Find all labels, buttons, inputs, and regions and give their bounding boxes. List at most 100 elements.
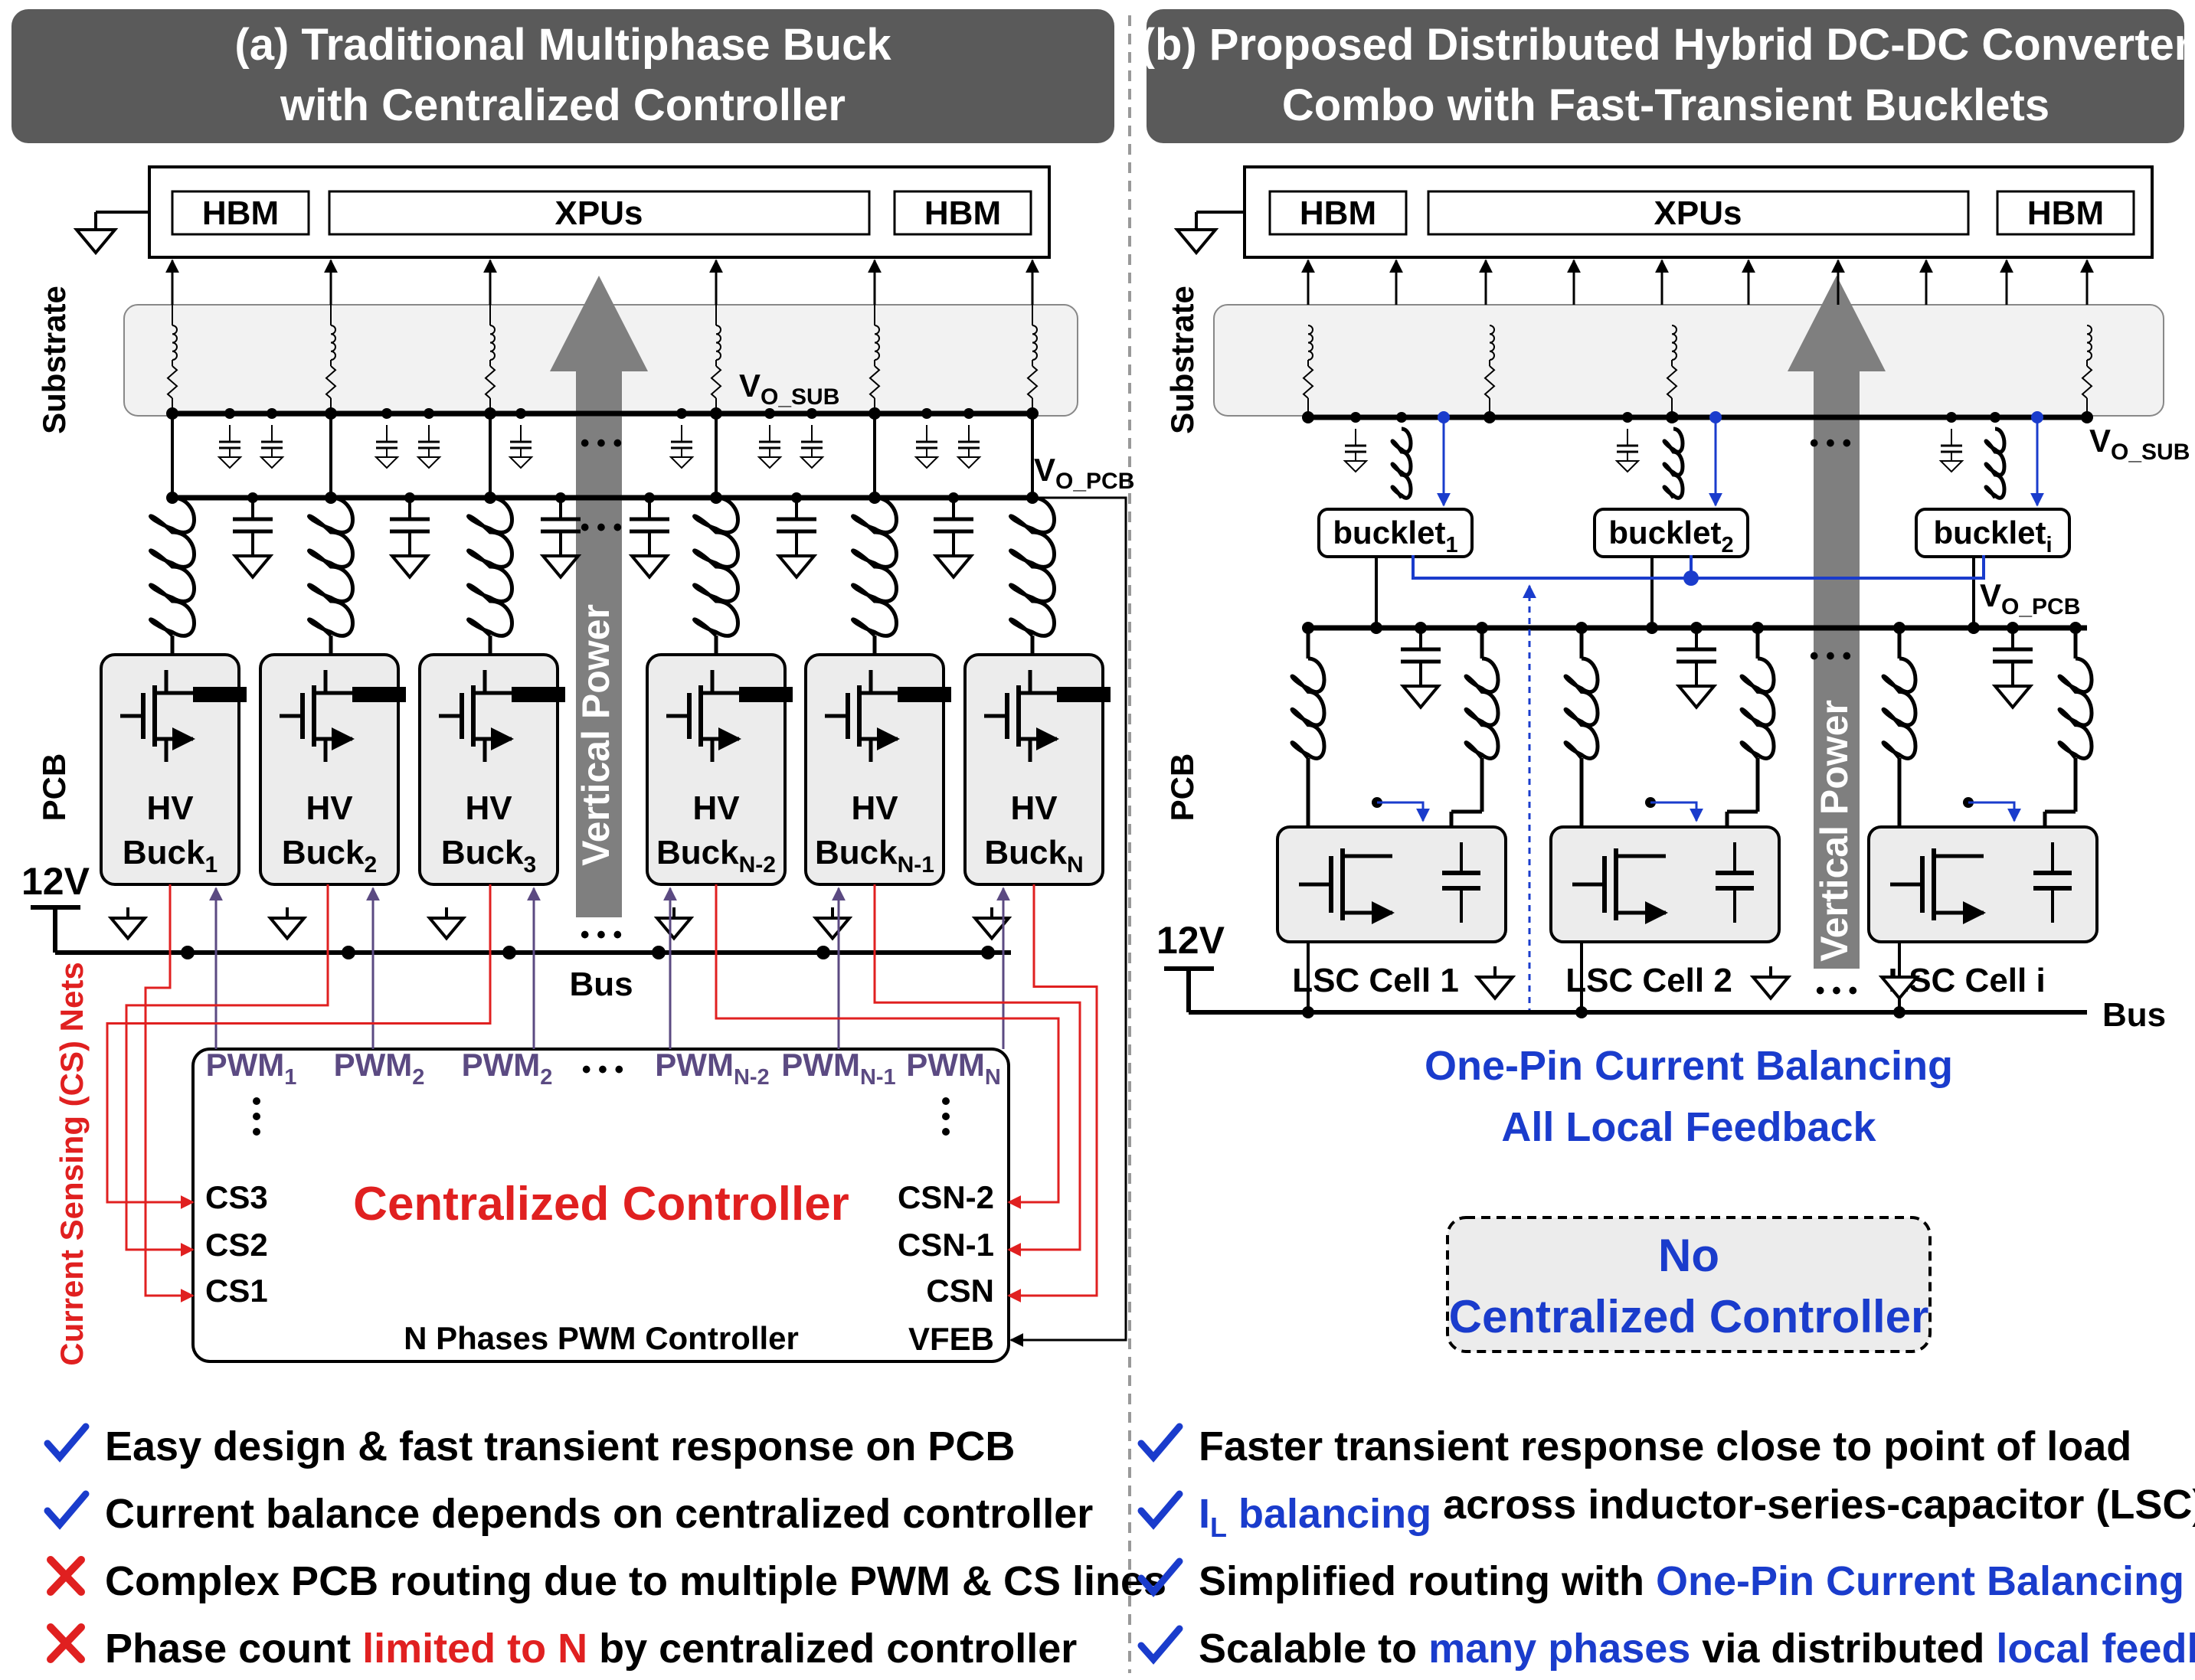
pcb-rail-node	[1370, 622, 1382, 634]
ground-triangle	[1991, 685, 2034, 710]
pcb-capacitor-icon	[539, 498, 582, 580]
lsc-inductor-icon	[1290, 656, 1326, 760]
vertical-power-label: Vertical Power	[574, 604, 617, 866]
bus-rail-b	[1164, 966, 2087, 1015]
coil-node	[1668, 412, 1679, 423]
sub-rail-node	[2081, 411, 2093, 423]
lsc-ground-icon	[1474, 966, 1516, 1001]
parasitic-inductor-icon	[330, 325, 336, 361]
pcb-capacitor-icon	[628, 498, 671, 580]
pcb-capacitor-icon	[1675, 628, 1718, 710]
vo-pcb-label: VO_PCB	[1034, 452, 1134, 494]
bus-tap-node	[816, 946, 830, 959]
mos-drain-bar	[193, 687, 247, 702]
substrate-decap-icon	[217, 425, 243, 469]
substrate-region-b	[1213, 304, 2164, 417]
hbm-left-box	[171, 190, 310, 236]
output-inductor-icon	[307, 495, 355, 638]
pwm-pin-label: PWMN	[906, 1047, 1001, 1090]
check-icon	[44, 1423, 90, 1463]
cross-icon	[47, 1623, 85, 1663]
panel-b-title-line2: Combo with Fast-Transient Bucklets	[1282, 80, 2049, 130]
decap-ground	[259, 456, 285, 469]
cap-ground-icon	[628, 545, 671, 580]
xpus-box	[328, 190, 871, 236]
output-inductor-icon	[692, 495, 740, 638]
substrate-decap-icon	[956, 425, 982, 469]
check-icon	[44, 1490, 90, 1530]
no-controller-line1: No	[1658, 1230, 1719, 1281]
cs-nets-label: Current Sensing (CS) Nets	[54, 962, 90, 1365]
cb-node	[1683, 570, 1699, 586]
buck-name-label: BuckN	[984, 834, 1083, 878]
ellipsis-lower-b: • • •	[1816, 976, 1858, 1005]
lsc-cell-box	[1867, 825, 2098, 943]
buck-hv-label: HV	[1010, 789, 1058, 827]
decap-ground	[1938, 460, 1964, 473]
lsc-mosfet-icon	[1890, 848, 1986, 924]
sub-rail-node	[1302, 411, 1314, 423]
bullet-text: Scalable to many phases via distributed …	[1199, 1626, 2195, 1672]
buck-phases: HVBuck1HVBuck2HVBuck3HVBuckN-2HVBuckN-1H…	[100, 259, 1111, 941]
xpus-label-b: XPUs	[1654, 194, 1742, 232]
cs-wire	[106, 884, 492, 1209]
mos-drain-bar	[898, 687, 951, 702]
no-controller-box	[1446, 1216, 1932, 1353]
bus-tap-node	[342, 946, 355, 959]
mos-drain-bar	[739, 687, 793, 702]
ground-triangle	[1399, 685, 1442, 710]
cs-wire	[125, 884, 329, 1257]
buck-name-label: Buck3	[441, 834, 536, 878]
current-balancing-bus	[1412, 555, 1985, 580]
parasitic-inductor-icon	[1032, 325, 1038, 361]
output-inductor-icon	[1009, 495, 1056, 638]
no-controller-line2: Centralized Controller	[1449, 1291, 1929, 1342]
cap-ground-icon	[1399, 675, 1442, 710]
ground-triangle	[775, 554, 818, 580]
ground-triangle	[267, 917, 308, 941]
decap-ground	[799, 456, 825, 469]
decap-node	[1946, 412, 1957, 423]
sense-tap-wire	[1377, 801, 1430, 822]
check-icon	[1137, 1557, 1183, 1597]
hbm-left-label: HBM	[202, 194, 279, 232]
bucklet-box	[1317, 508, 1474, 558]
decap-node	[806, 408, 817, 419]
lsc-inductor-icon	[1881, 656, 1918, 760]
cap-ground-icon	[1675, 675, 1718, 710]
lsc-flying-cap-icon	[2033, 842, 2072, 923]
hbm-left-box-b	[1268, 190, 1408, 236]
decap-node	[921, 408, 932, 419]
hv-buck-6: HV BuckN	[963, 653, 1111, 886]
ground-triangle	[812, 917, 853, 941]
ellipsis-upper: • • •	[581, 429, 623, 458]
hbm-right-box-b	[1996, 190, 2135, 236]
check-icon	[1137, 1490, 1183, 1530]
decap-ground	[374, 456, 400, 469]
hv-mosfet-icon	[666, 670, 793, 762]
cs-wire	[873, 884, 1081, 1257]
cap-ground-icon	[231, 545, 274, 580]
hv-mosfet-icon	[825, 670, 951, 762]
decap-ground	[1614, 460, 1641, 473]
chip-ground-icon-b	[1173, 211, 1245, 256]
bullet-text: IL balancing across inductor-series-capa…	[1199, 1482, 2195, 1543]
buck-ground-icon	[971, 907, 1012, 941]
decap-node	[267, 408, 277, 419]
bucklet-inductor-icon	[1390, 427, 1413, 500]
decap-node	[963, 408, 974, 419]
ground-triangle	[628, 554, 671, 580]
hbm-right-label-b: HBM	[2027, 194, 2104, 232]
buck-hv-label: HV	[146, 789, 194, 827]
lsc-flying-cap-icon	[1442, 842, 1480, 923]
buck-name-label: Buck2	[282, 834, 377, 878]
bullet-text: Simplified routing with One-Pin Current …	[1199, 1558, 2195, 1604]
parasitic-inductor-icon	[172, 325, 178, 361]
controller-vdots-right	[942, 1097, 950, 1136]
lsc-cell-box	[1276, 825, 1507, 943]
